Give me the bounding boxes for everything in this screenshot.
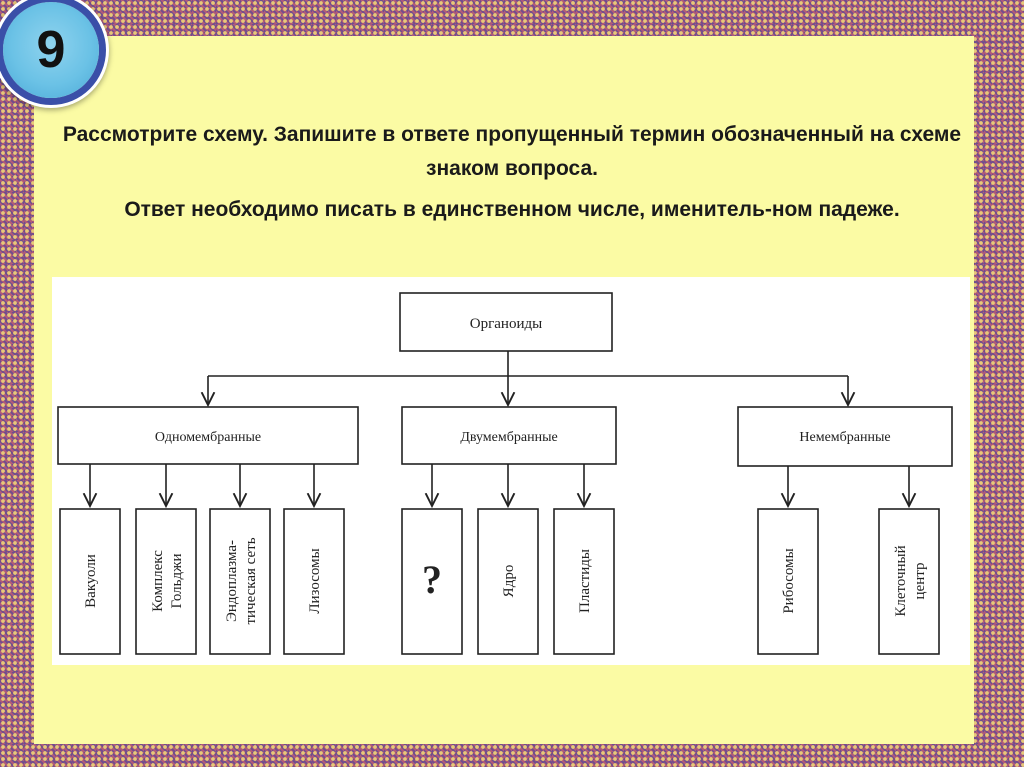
question-answer-format: Ответ необходимо писать в единственном ч… bbox=[124, 198, 900, 221]
group-box-2: Двумембранные bbox=[401, 406, 617, 465]
question-number-badge: 9 bbox=[3, 2, 99, 98]
leaf-box-7: Пластиды bbox=[553, 508, 615, 655]
organelles-diagram: Органоиды Одномембранные Двумембранные Н… bbox=[52, 277, 970, 665]
leaf-label-9a: Клеточный bbox=[893, 545, 909, 616]
leaf-label-4: Лизосомы bbox=[307, 548, 323, 613]
leaf-box-3: Эндоплазма- тическая сеть bbox=[209, 508, 271, 655]
leaf-label-9b: центр bbox=[912, 563, 928, 600]
leaf-label-6: Ядро bbox=[501, 565, 517, 598]
leaf-label-3a: Эндоплазма- bbox=[224, 540, 240, 622]
leaf-label-5-question-mark: ? bbox=[422, 557, 442, 602]
root-label: Органоиды bbox=[470, 316, 542, 332]
leaf-label-2b: Гольджи bbox=[169, 553, 185, 608]
question-instruction: Рассмотрите схему. Запишите в ответе про… bbox=[62, 123, 962, 180]
leaf-label-2a: Комплекс bbox=[150, 550, 166, 612]
group-label-1: Одномембранные bbox=[155, 430, 261, 445]
group-box-1: Одномембранные bbox=[57, 406, 359, 465]
leaf-box-4: Лизосомы bbox=[283, 508, 345, 655]
root-box: Органоиды bbox=[399, 292, 613, 352]
leaf-label-8: Рибосомы bbox=[781, 548, 797, 613]
leaf-box-1: Вакуоли bbox=[59, 508, 121, 655]
leaf-box-2: Комплекс Гольджи bbox=[135, 508, 197, 655]
leaf-box-8: Рибосомы bbox=[757, 508, 819, 655]
diagram-canvas: Органоиды Одномембранные Двумембранные Н… bbox=[57, 292, 953, 655]
leaf-label-1: Вакуоли bbox=[83, 554, 99, 608]
leaf-box-5: ? bbox=[401, 508, 463, 655]
leaf-label-3b: тическая сеть bbox=[243, 537, 259, 624]
group-box-3: Немембранные bbox=[737, 406, 953, 467]
group-label-2: Двумембранные bbox=[460, 430, 557, 445]
leaf-box-6: Ядро bbox=[477, 508, 539, 655]
group-label-3: Немембранные bbox=[799, 430, 890, 445]
leaf-box-9: Клеточный центр bbox=[878, 508, 940, 655]
leaf-label-7: Пластиды bbox=[577, 549, 593, 613]
